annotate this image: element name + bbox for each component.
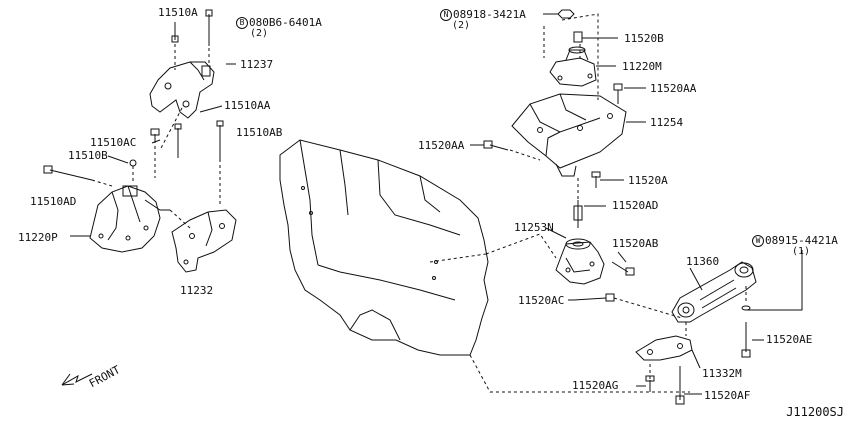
label-11520ab: 11520AB [612, 237, 659, 250]
label-11520ac: 11520AC [518, 294, 565, 307]
label-11360: 11360 [686, 255, 720, 268]
mount-11220m [549, 46, 597, 87]
mount-11253n [555, 238, 605, 285]
label-080b6-qty: (2) [250, 28, 269, 39]
w-circle-icon: W [752, 235, 764, 247]
label-11520ae: 11520AE [766, 333, 813, 346]
label-11510b: 11510B [68, 149, 108, 162]
label-11220p: 11220P [18, 231, 58, 244]
bracket-11254 [511, 93, 627, 177]
label-11510ad: 11510AD [30, 195, 77, 208]
bracket-11237 [149, 61, 215, 119]
label-11520ag: 11520AG [572, 379, 619, 392]
label-11510a: 11510A [158, 6, 198, 19]
diagram-code: J11200SJ [786, 405, 844, 419]
n-circle-icon: N [440, 9, 452, 21]
mount-11220p [89, 185, 170, 253]
bracket-11232 [171, 209, 237, 273]
label-11237: 11237 [240, 58, 274, 71]
label-11220m: 11220M [622, 60, 662, 73]
label-11232: 11232 [180, 284, 214, 297]
label-11253n: 11253N [514, 221, 554, 234]
label-08918-qty: (2) [452, 20, 471, 31]
label-11520ad: 11520AD [612, 199, 659, 212]
engine-block [279, 139, 489, 356]
rod-11360 [671, 261, 757, 323]
bracket-11332m [635, 335, 693, 361]
label-08915-qty: (1) [792, 246, 811, 257]
front-arrow [61, 373, 93, 386]
label-11510ac: 11510AC [90, 136, 137, 149]
label-11520aa-left: 11520AA [418, 139, 465, 152]
b-circle-icon: B [236, 17, 248, 29]
label-11510ab: 11510AB [236, 126, 283, 139]
label-11520af: 11520AF [704, 389, 751, 402]
label-11332m: 11332M [702, 367, 742, 380]
label-11520b: 11520B [624, 32, 664, 45]
label-11510aa: 11510AA [224, 99, 271, 112]
label-11520aa-right: 11520AA [650, 82, 697, 95]
label-11520a: 11520A [628, 174, 668, 187]
label-11254: 11254 [650, 116, 684, 129]
